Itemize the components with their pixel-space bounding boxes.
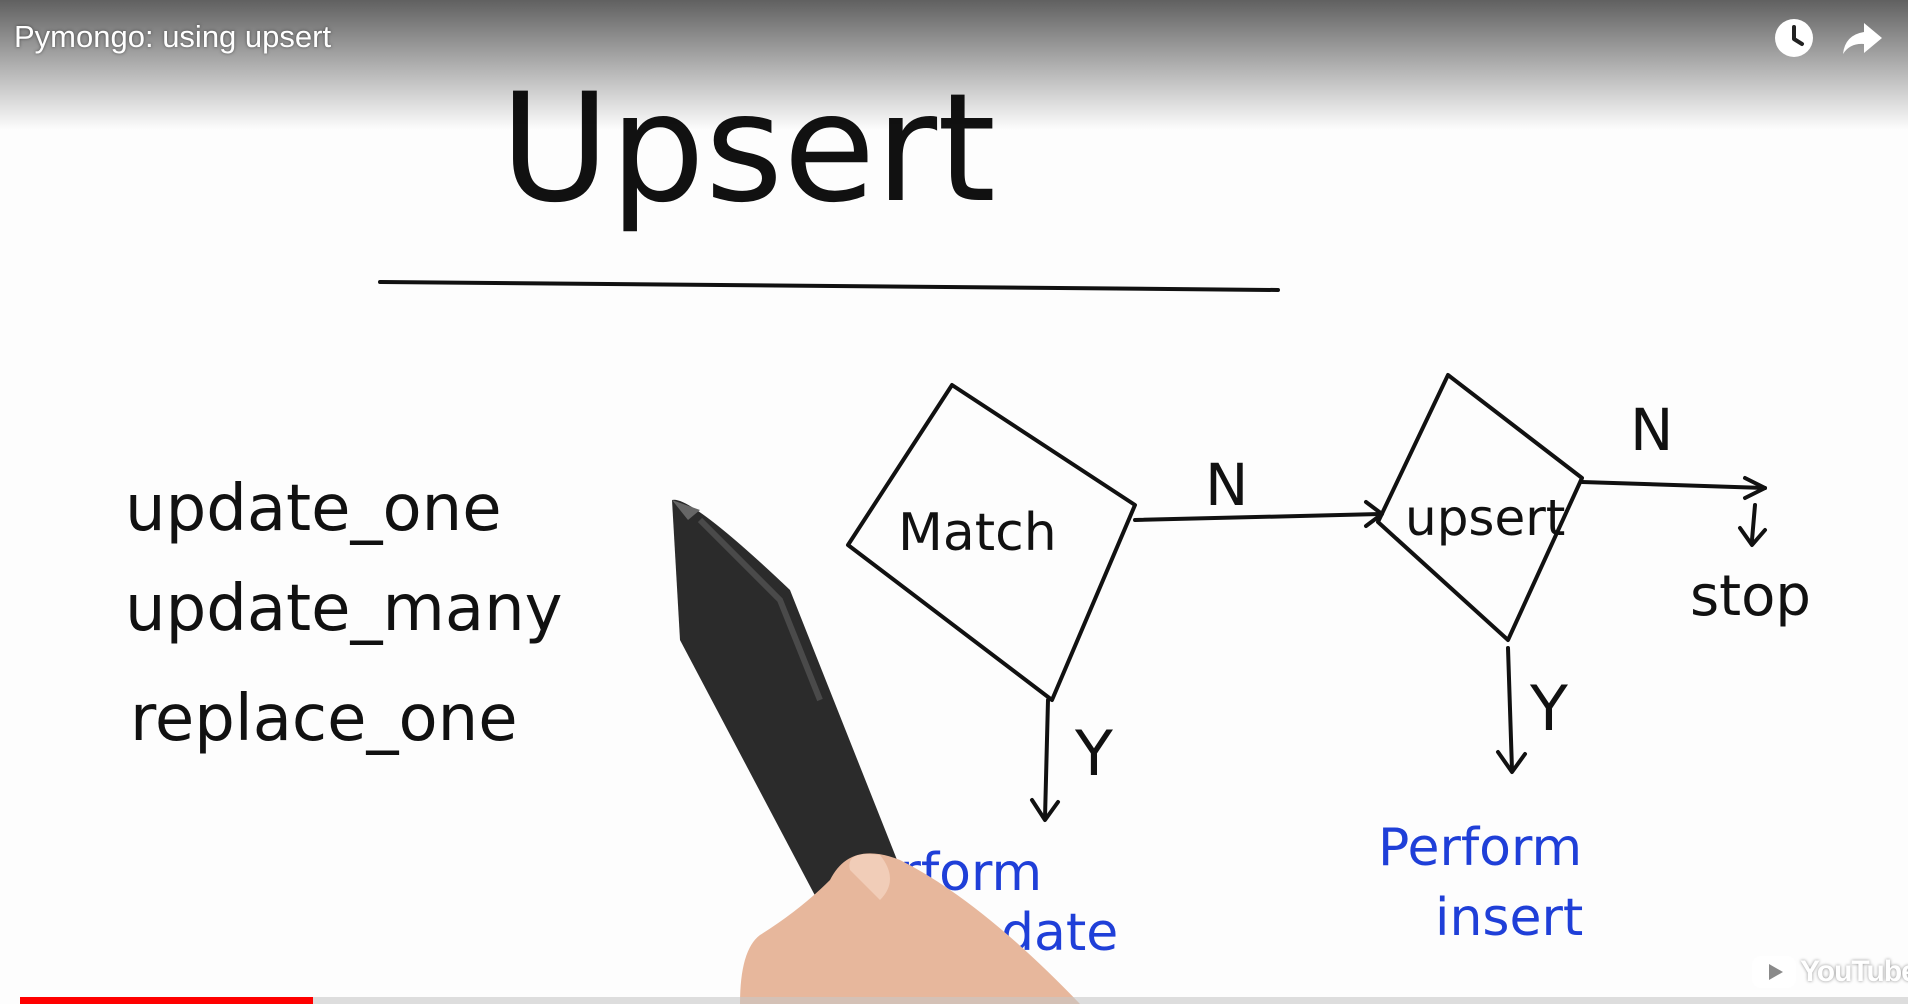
perform-insert-line1: Perform — [1378, 818, 1582, 878]
connector-upsert-stop — [1580, 480, 1767, 490]
yes-label-1: Y — [1074, 717, 1113, 790]
stop-arrow — [1738, 503, 1767, 547]
upsert-label: upsert — [1405, 489, 1565, 547]
youtube-logo-icon — [1752, 956, 1796, 988]
connector-arrowhead-3 — [1030, 798, 1060, 822]
video-title[interactable]: Pymongo: using upsert — [14, 19, 332, 54]
no-label-2: N — [1630, 396, 1673, 464]
match-label: Match — [898, 503, 1057, 563]
clock-icon — [1775, 19, 1813, 57]
method-update-many: update_many — [125, 572, 563, 646]
share-button[interactable] — [1838, 14, 1886, 62]
progress-bar[interactable] — [20, 997, 1908, 1004]
no-label-1: N — [1205, 451, 1248, 519]
heading-upsert: Upsert — [500, 62, 996, 236]
youtube-wordmark: YouTube — [1800, 955, 1908, 988]
pen-in-hand — [672, 499, 1080, 1004]
perform-insert-line2: insert — [1435, 888, 1583, 948]
method-update-one: update_one — [125, 472, 502, 546]
yes-label-2: Y — [1529, 672, 1568, 745]
stop-label: stop — [1690, 564, 1811, 629]
upsert-diamond — [1376, 373, 1584, 642]
match-diamond — [846, 383, 1137, 702]
share-arrow-icon — [1843, 23, 1882, 54]
connector-arrowhead-4 — [1496, 750, 1527, 774]
connector-match-update — [1043, 698, 1050, 820]
heading-underline — [378, 280, 1280, 292]
method-replace-one: replace_one — [130, 682, 518, 756]
connector-match-upsert — [1133, 512, 1382, 522]
watch-later-button[interactable] — [1770, 14, 1818, 62]
connector-arrowhead-2 — [1743, 476, 1767, 500]
youtube-logo[interactable]: YouTube — [1752, 952, 1908, 992]
connector-upsert-insert — [1506, 646, 1514, 772]
progress-played — [20, 997, 313, 1004]
